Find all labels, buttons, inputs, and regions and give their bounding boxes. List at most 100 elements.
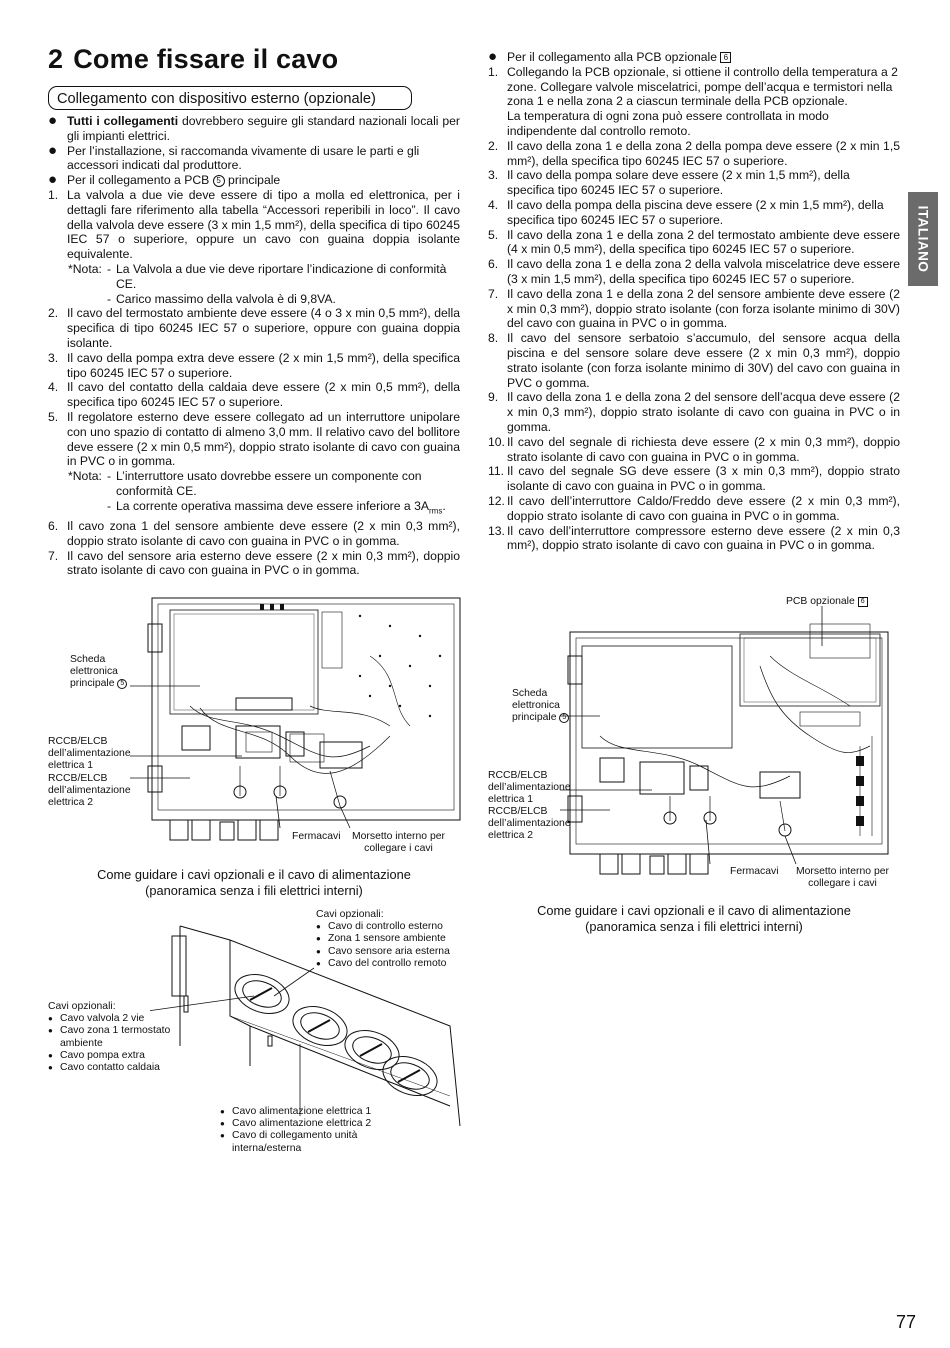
fig1-caption: Come guidare i cavi opzionali e il cavo …	[97, 867, 411, 898]
item-text-2: La temperatura di ogni zona può essere c…	[507, 109, 829, 138]
left-item: 5.Il regolatore esterno deve essere coll…	[48, 409, 460, 469]
bullet-text: dovrebbero seguire gli standard nazional…	[67, 114, 460, 143]
note-label: *Nota:	[68, 261, 102, 276]
right-bullet: ●Per il collegamento alla PCB opzionale …	[488, 49, 900, 65]
item-text: Il cavo della zona 1 e della zona 2 dell…	[507, 257, 900, 286]
language-tab: ITALIANO	[908, 192, 938, 286]
fig3-top-item: Cavo di controllo esterno	[316, 921, 476, 933]
right-item: 5.Il cavo della zona 1 e della zona 2 de…	[488, 227, 900, 257]
bullet-text: Per il collegamento a PCB	[67, 173, 210, 188]
item-text: Il cavo della zona 1 e della zona 2 del …	[507, 286, 900, 331]
page-number: 77	[896, 1312, 917, 1332]
fig3-left-item: Cavo pompa extra	[48, 1050, 178, 1062]
note-block: *Nota:-L’interruttore usato dovrebbe ess…	[48, 469, 460, 499]
bullet-text-after: principale	[224, 173, 281, 188]
right-item: 6.Il cavo della zona 1 e della zona 2 de…	[488, 257, 900, 286]
item-text: Il cavo della zona 1 e della zona 2 dell…	[507, 138, 900, 168]
fig3-bottom-item: Cavo alimentazione elettrica 2	[220, 1118, 400, 1130]
item-text: Il cavo dell’interruttore Caldo/Freddo d…	[507, 493, 900, 523]
item-text: Il cavo dell’interruttore compressore es…	[507, 523, 900, 553]
fig2-clamp-label: Fermacavi	[730, 866, 779, 877]
item-text: Il cavo del termostato ambiente deve ess…	[67, 306, 460, 350]
cable-entry-drawing	[150, 925, 461, 1127]
right-item: 2.Il cavo della zona 1 e della zona 2 de…	[488, 138, 900, 168]
section-number: 2	[48, 44, 64, 74]
item-text: Il cavo zona 1 del sensore ambiente deve…	[67, 518, 460, 548]
note-line: La corrente operativa massima deve esser…	[116, 498, 429, 513]
wiring-diagram-main	[130, 597, 461, 841]
fig3-left-item: Cavo valvola 2 vie	[48, 1013, 178, 1025]
item-text: Il cavo del segnale SG deve essere (3 x …	[507, 464, 900, 494]
note-line: L’interruttore usato dovrebbe essere un …	[116, 469, 422, 498]
right-item: 3.Il cavo della pompa solare deve essere…	[488, 168, 900, 198]
note-line: Carico massimo della valvola è di 9,8VA.	[116, 291, 336, 306]
left-column: ●Tutti i collegamenti dovrebbero seguire…	[48, 112, 460, 578]
right-item: 13.Il cavo dell’interruttore compressore…	[488, 523, 900, 553]
fig1-clamp-label: Fermacavi	[292, 831, 341, 842]
note-block: *Nota:-La Valvola a due vie deve riporta…	[48, 262, 460, 292]
right-item: 1.Collegando la PCB opzionale, si ottien…	[488, 65, 900, 139]
left-bullet: ●Per il collegamento a PCB 5 principale	[48, 171, 281, 189]
left-item: 7.Il cavo del sensore aria esterno deve …	[48, 548, 460, 578]
note-block: -Carico massimo della valvola è di 9,8VA…	[48, 292, 460, 307]
item-text: Il cavo della zona 1 e della zona 2 del …	[507, 227, 900, 257]
pcb-badge: 6	[720, 52, 732, 63]
right-item: 4.Il cavo della pompa della piscina deve…	[488, 198, 900, 228]
bold-lead: Tutti i collegamenti	[67, 114, 179, 128]
item-text: Il cavo del segnale di richiesta deve es…	[507, 434, 900, 464]
right-item: 8.Il cavo del sensore serbatoio s’accumu…	[488, 331, 900, 390]
fig3-left-item: Cavo zona 1 termostato ambiente	[48, 1025, 178, 1049]
fig3-left-item: Cavo contatto caldaia	[48, 1062, 178, 1074]
fig3-top-item: Cavo sensore aria esterna	[316, 946, 476, 958]
fig3-left-list: Cavi opzionali: Cavo valvola 2 vie Cavo …	[48, 1001, 178, 1074]
left-item: 2.Il cavo del termostato ambiente deve e…	[48, 306, 460, 350]
item-text: Il cavo del sensore aria esterno deve es…	[67, 548, 460, 578]
fig3-top-list: Cavi opzionali: Cavo di controllo estern…	[316, 909, 476, 970]
item-text: La valvola a due vie deve essere di tipo…	[67, 187, 460, 262]
fig3-bottom-item: Cavo alimentazione elettrica 1	[220, 1106, 400, 1118]
fig3-left-title: Cavi opzionali:	[48, 1001, 116, 1012]
left-bullet: ●Per l’installazione, si raccomanda viva…	[48, 143, 460, 174]
left-bullet: ●Tutti i collegamenti dovrebbero seguire…	[48, 112, 460, 143]
language-tab-label: ITALIANO	[915, 205, 931, 273]
note-block: -La corrente operativa massima deve esse…	[107, 498, 446, 516]
item-text: Il cavo della pompa extra deve essere (2…	[67, 350, 460, 380]
right-column: ●Per il collegamento alla PCB opzionale …	[488, 49, 900, 553]
left-item: 1.La valvola a due vie deve essere di ti…	[48, 187, 460, 262]
item-text: Il regolatore esterno deve essere colleg…	[67, 409, 460, 469]
fig3-top-item: Cavo del controllo remoto	[316, 958, 476, 970]
subheading-box: Collegamento con dispositivo esterno (op…	[48, 86, 412, 110]
item-text: Il cavo della pompa solare deve essere (…	[507, 168, 850, 198]
wiring-diagram-optional-pcb	[560, 606, 889, 875]
item-text: Collegando la PCB opzionale, si ottiene …	[507, 64, 898, 109]
item-text: Il cavo del sensore serbatoio s’accumulo…	[507, 331, 900, 390]
right-item: 9.Il cavo della zona 1 e della zona 2 de…	[488, 390, 900, 434]
item-text: Il cavo della pompa della piscina deve e…	[507, 197, 884, 227]
pcb-badge: 5	[212, 175, 225, 188]
left-item: 4.Il cavo del contatto della caldaia dev…	[48, 380, 460, 410]
bullet-text: Per l’installazione, si raccomanda vivam…	[67, 143, 420, 173]
note-line: La Valvola a due vie deve riportare l’in…	[116, 261, 447, 291]
note-label: *Nota:	[68, 469, 102, 484]
fig3-top-item: Zona 1 sensore ambiente	[316, 933, 476, 945]
right-item: 11.Il cavo del segnale SG deve essere (3…	[488, 464, 900, 494]
item-text: Il cavo della zona 1 e della zona 2 del …	[507, 390, 900, 434]
right-item: 7.Il cavo della zona 1 e della zona 2 de…	[488, 286, 900, 331]
left-item: 6.Il cavo zona 1 del sensore ambiente de…	[48, 518, 460, 548]
fig2-caption: Come guidare i cavi opzionali e il cavo …	[537, 903, 851, 934]
fig3-bottom-item: Cavo di collegamento unità interna/ester…	[220, 1130, 400, 1154]
fig2-pcb-label: PCB opzionale 6	[786, 596, 868, 608]
fig3-top-title: Cavi opzionali:	[316, 909, 384, 920]
left-item: 3.Il cavo della pompa extra deve essere …	[48, 350, 460, 380]
bullet-text: Per il collegamento alla PCB opzionale	[507, 50, 718, 64]
right-item: 10.Il cavo del segnale di richiesta deve…	[488, 434, 900, 464]
